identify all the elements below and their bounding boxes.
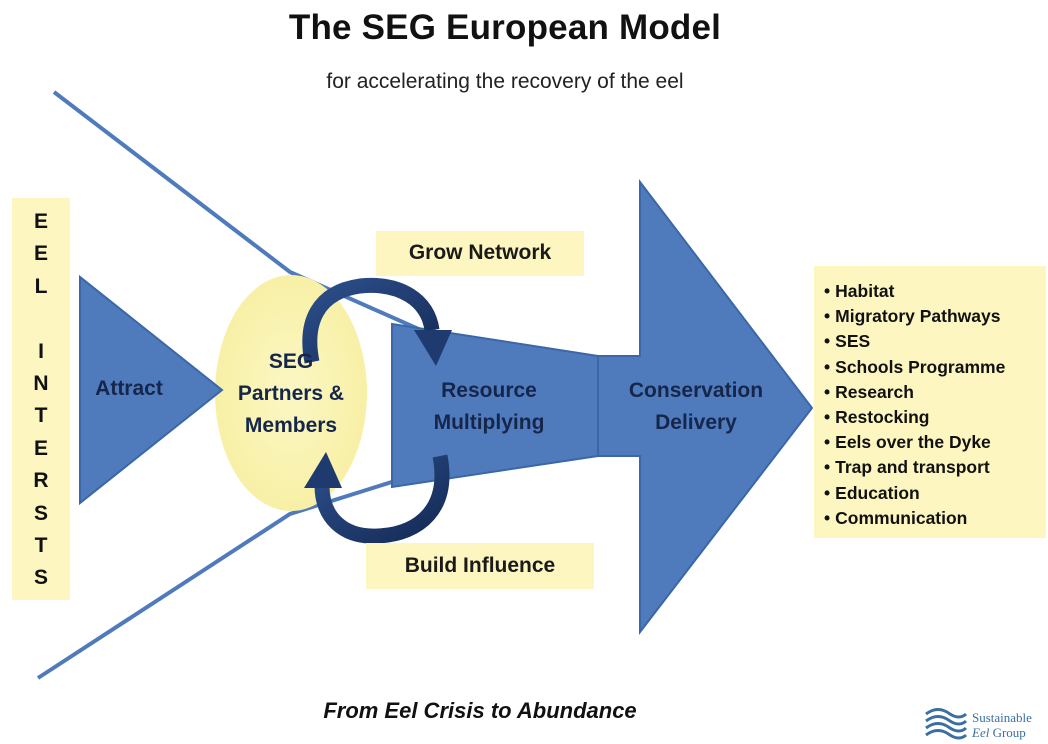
partners-ellipse xyxy=(215,275,367,511)
logo-line-1: Sustainable xyxy=(972,710,1032,725)
grow-network-label: Grow Network xyxy=(408,241,552,264)
resource-label: Resource Multiplying xyxy=(433,379,545,434)
cycle-arrow-top xyxy=(302,277,440,364)
attract-label: Attract xyxy=(95,377,163,400)
grow-network-box xyxy=(376,231,584,276)
eel-interests-label: E E L I N T E R S T S xyxy=(33,210,49,590)
logo-rest-word: Group xyxy=(989,725,1026,740)
outcome-item: Migratory Pathways xyxy=(824,304,1044,329)
brand-logo-text: Sustainable Eel Group xyxy=(972,710,1032,740)
partners-label: SEG Partners & Members xyxy=(237,350,345,437)
outcome-item: Research xyxy=(824,380,1044,405)
footer-tagline: From Eel Crisis to Abundance xyxy=(323,698,637,723)
page-title: The SEG European Model xyxy=(288,8,722,47)
conservation-arrow xyxy=(597,179,814,635)
outcome-item: Education xyxy=(824,481,1044,506)
funnel-line-bottom xyxy=(36,468,431,680)
outcome-item: Trap and transport xyxy=(824,455,1044,480)
wave-logo-icon xyxy=(925,708,968,740)
eel-interests-box xyxy=(12,198,70,600)
outcome-item: Communication xyxy=(824,506,1044,531)
outcome-item: Eels over the Dyke xyxy=(824,430,1044,455)
outcome-item: Schools Programme xyxy=(824,355,1044,380)
page-subtitle: for accelerating the recovery of the eel xyxy=(326,70,684,93)
build-influence-label: Build Influence xyxy=(404,554,556,577)
outcome-item: Restocking xyxy=(824,405,1044,430)
logo-line-2: Eel Group xyxy=(972,725,1032,740)
conservation-label: Conservation Delivery xyxy=(628,379,764,434)
cycle-arrowhead-bottom xyxy=(304,452,342,488)
outcome-item: Habitat xyxy=(824,279,1044,304)
cycle-arrow-bottom xyxy=(314,454,450,544)
logo-italic-word: Eel xyxy=(972,725,990,740)
funnel-line-top xyxy=(52,90,433,337)
outcome-item: SES xyxy=(824,329,1044,354)
build-influence-box xyxy=(366,543,594,589)
cycle-arrowhead-top xyxy=(414,330,452,366)
outcomes-list: Habitat Migratory Pathways SES Schools P… xyxy=(824,279,1044,531)
attract-triangle xyxy=(79,274,224,506)
